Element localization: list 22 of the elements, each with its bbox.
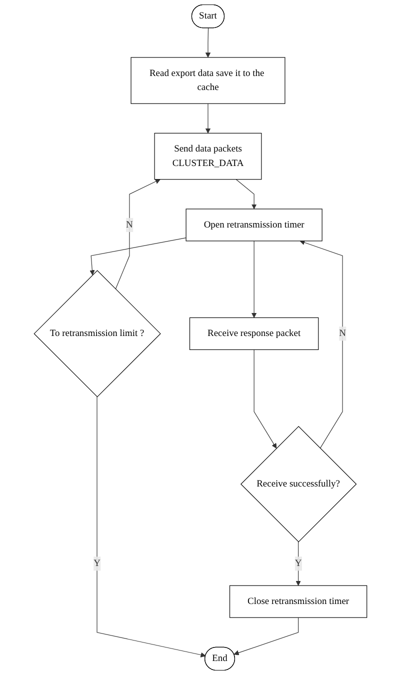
arrow	[254, 349, 277, 449]
arrow	[90, 238, 186, 276]
edge-label: Y	[294, 558, 302, 568]
node-box: Close retransmission timer	[229, 585, 368, 618]
node-box: Read export data save it to the cache	[130, 57, 286, 104]
arrow	[205, 103, 211, 134]
edge-label: N	[126, 220, 133, 230]
edge-label: N	[339, 328, 346, 338]
node-diamond: Receive successfully?	[240, 426, 357, 542]
node-diamond: To retransmission limit ?	[34, 270, 161, 398]
node-box: Send data packets CLUSTER_DATA	[154, 132, 262, 180]
arrow	[296, 542, 301, 586]
node-box: Receive response packet	[189, 317, 319, 350]
arrow	[205, 28, 211, 58]
arrow	[96, 396, 206, 658]
arrow	[236, 179, 257, 210]
edge-label: Y	[94, 558, 100, 568]
arrow	[300, 240, 343, 449]
arrow	[234, 617, 299, 656]
node-box: Open retransmission timer	[186, 208, 322, 242]
arrow	[115, 179, 160, 290]
arrow	[251, 240, 257, 318]
